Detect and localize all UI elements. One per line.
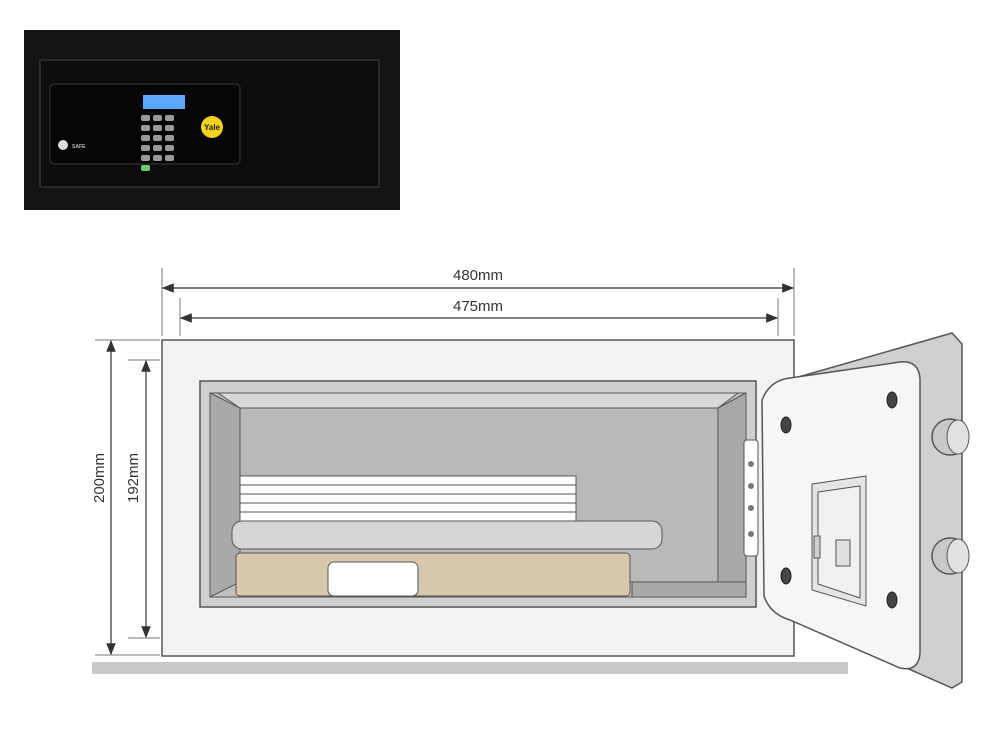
door-lock-mechanism [811,475,867,607]
hinge-plate [743,439,759,557]
keypad [141,115,174,171]
lcd-display [143,95,185,109]
keypad-key [141,145,150,151]
keypad-key [141,115,150,121]
keypad-key [165,135,174,141]
yale-lock-badge [201,116,223,138]
keypad-key [165,145,174,151]
dimension-annotations: 480mm 475mm 200mm 192mm [91,267,795,656]
floor-line [92,662,848,674]
lock-brand-text: Yale [204,123,221,132]
document-folder [235,552,631,597]
keypad-key [141,165,150,171]
outer-width-label: 480mm [453,267,503,284]
keypad-key [141,125,150,131]
keypad-key [165,125,174,131]
keypad-key [141,135,150,141]
outer-height-label: 200mm [91,453,108,503]
keypad-key [153,135,162,141]
laptop-shelf [231,520,663,550]
keypad-key [153,145,162,151]
brand-badge-text: SAFE [72,144,86,150]
paper-stack [239,475,577,523]
inner-width-label: 475mm [453,298,503,315]
keypad-key [165,115,174,121]
safe-door-panel [49,83,241,165]
safe-photo: Yale SAFE [24,30,400,210]
keypad-key [153,115,162,121]
locking-bolts [931,418,970,575]
keypad-key [153,155,162,161]
safe-drawing [92,332,970,689]
brand-logo-icon [58,140,68,150]
keypad-key [141,155,150,161]
keypad-key [153,125,162,131]
safe-door [761,332,970,689]
inner-height-label: 192mm [125,453,142,503]
keypad-key [165,155,174,161]
